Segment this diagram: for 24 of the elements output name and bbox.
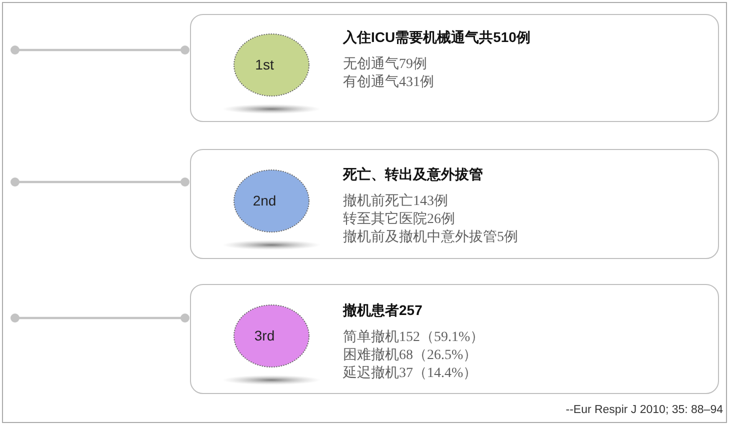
connector-line [10,314,190,322]
card-text: 撤机前死亡143例 [343,193,448,210]
step-number: 1st [254,56,275,74]
card-heading: 死亡、转出及意外拔管 [343,166,483,183]
card-text: 无创通气79例 [343,56,427,73]
step-number: 2nd [252,192,278,210]
step-card [190,284,719,394]
step-ellipse [233,304,310,368]
card-text: 有创通气431例 [343,74,434,91]
step-ellipse [233,33,310,97]
card-heading: 撤机患者257 [343,302,422,319]
card-text: 撤机前及撤机中意外拔管5例 [343,229,518,246]
card-heading: 入住ICU需要机械通气共510例 [343,29,530,46]
step-ellipse [233,169,310,233]
citation: --Eur Respir J 2010; 35: 88–94 [566,404,723,416]
card-text: 转至其它医院26例 [343,211,455,228]
card-text: 困难撤机68（26.5%） [343,347,478,364]
step-card [190,149,719,259]
step-card [190,14,719,122]
connector-line [10,178,190,186]
step-number: 3rd [253,328,276,344]
card-text: 延迟撤机37（14.4%） [343,365,478,382]
connector-line [10,46,190,54]
card-text: 简单撤机152（59.1%） [343,329,484,346]
